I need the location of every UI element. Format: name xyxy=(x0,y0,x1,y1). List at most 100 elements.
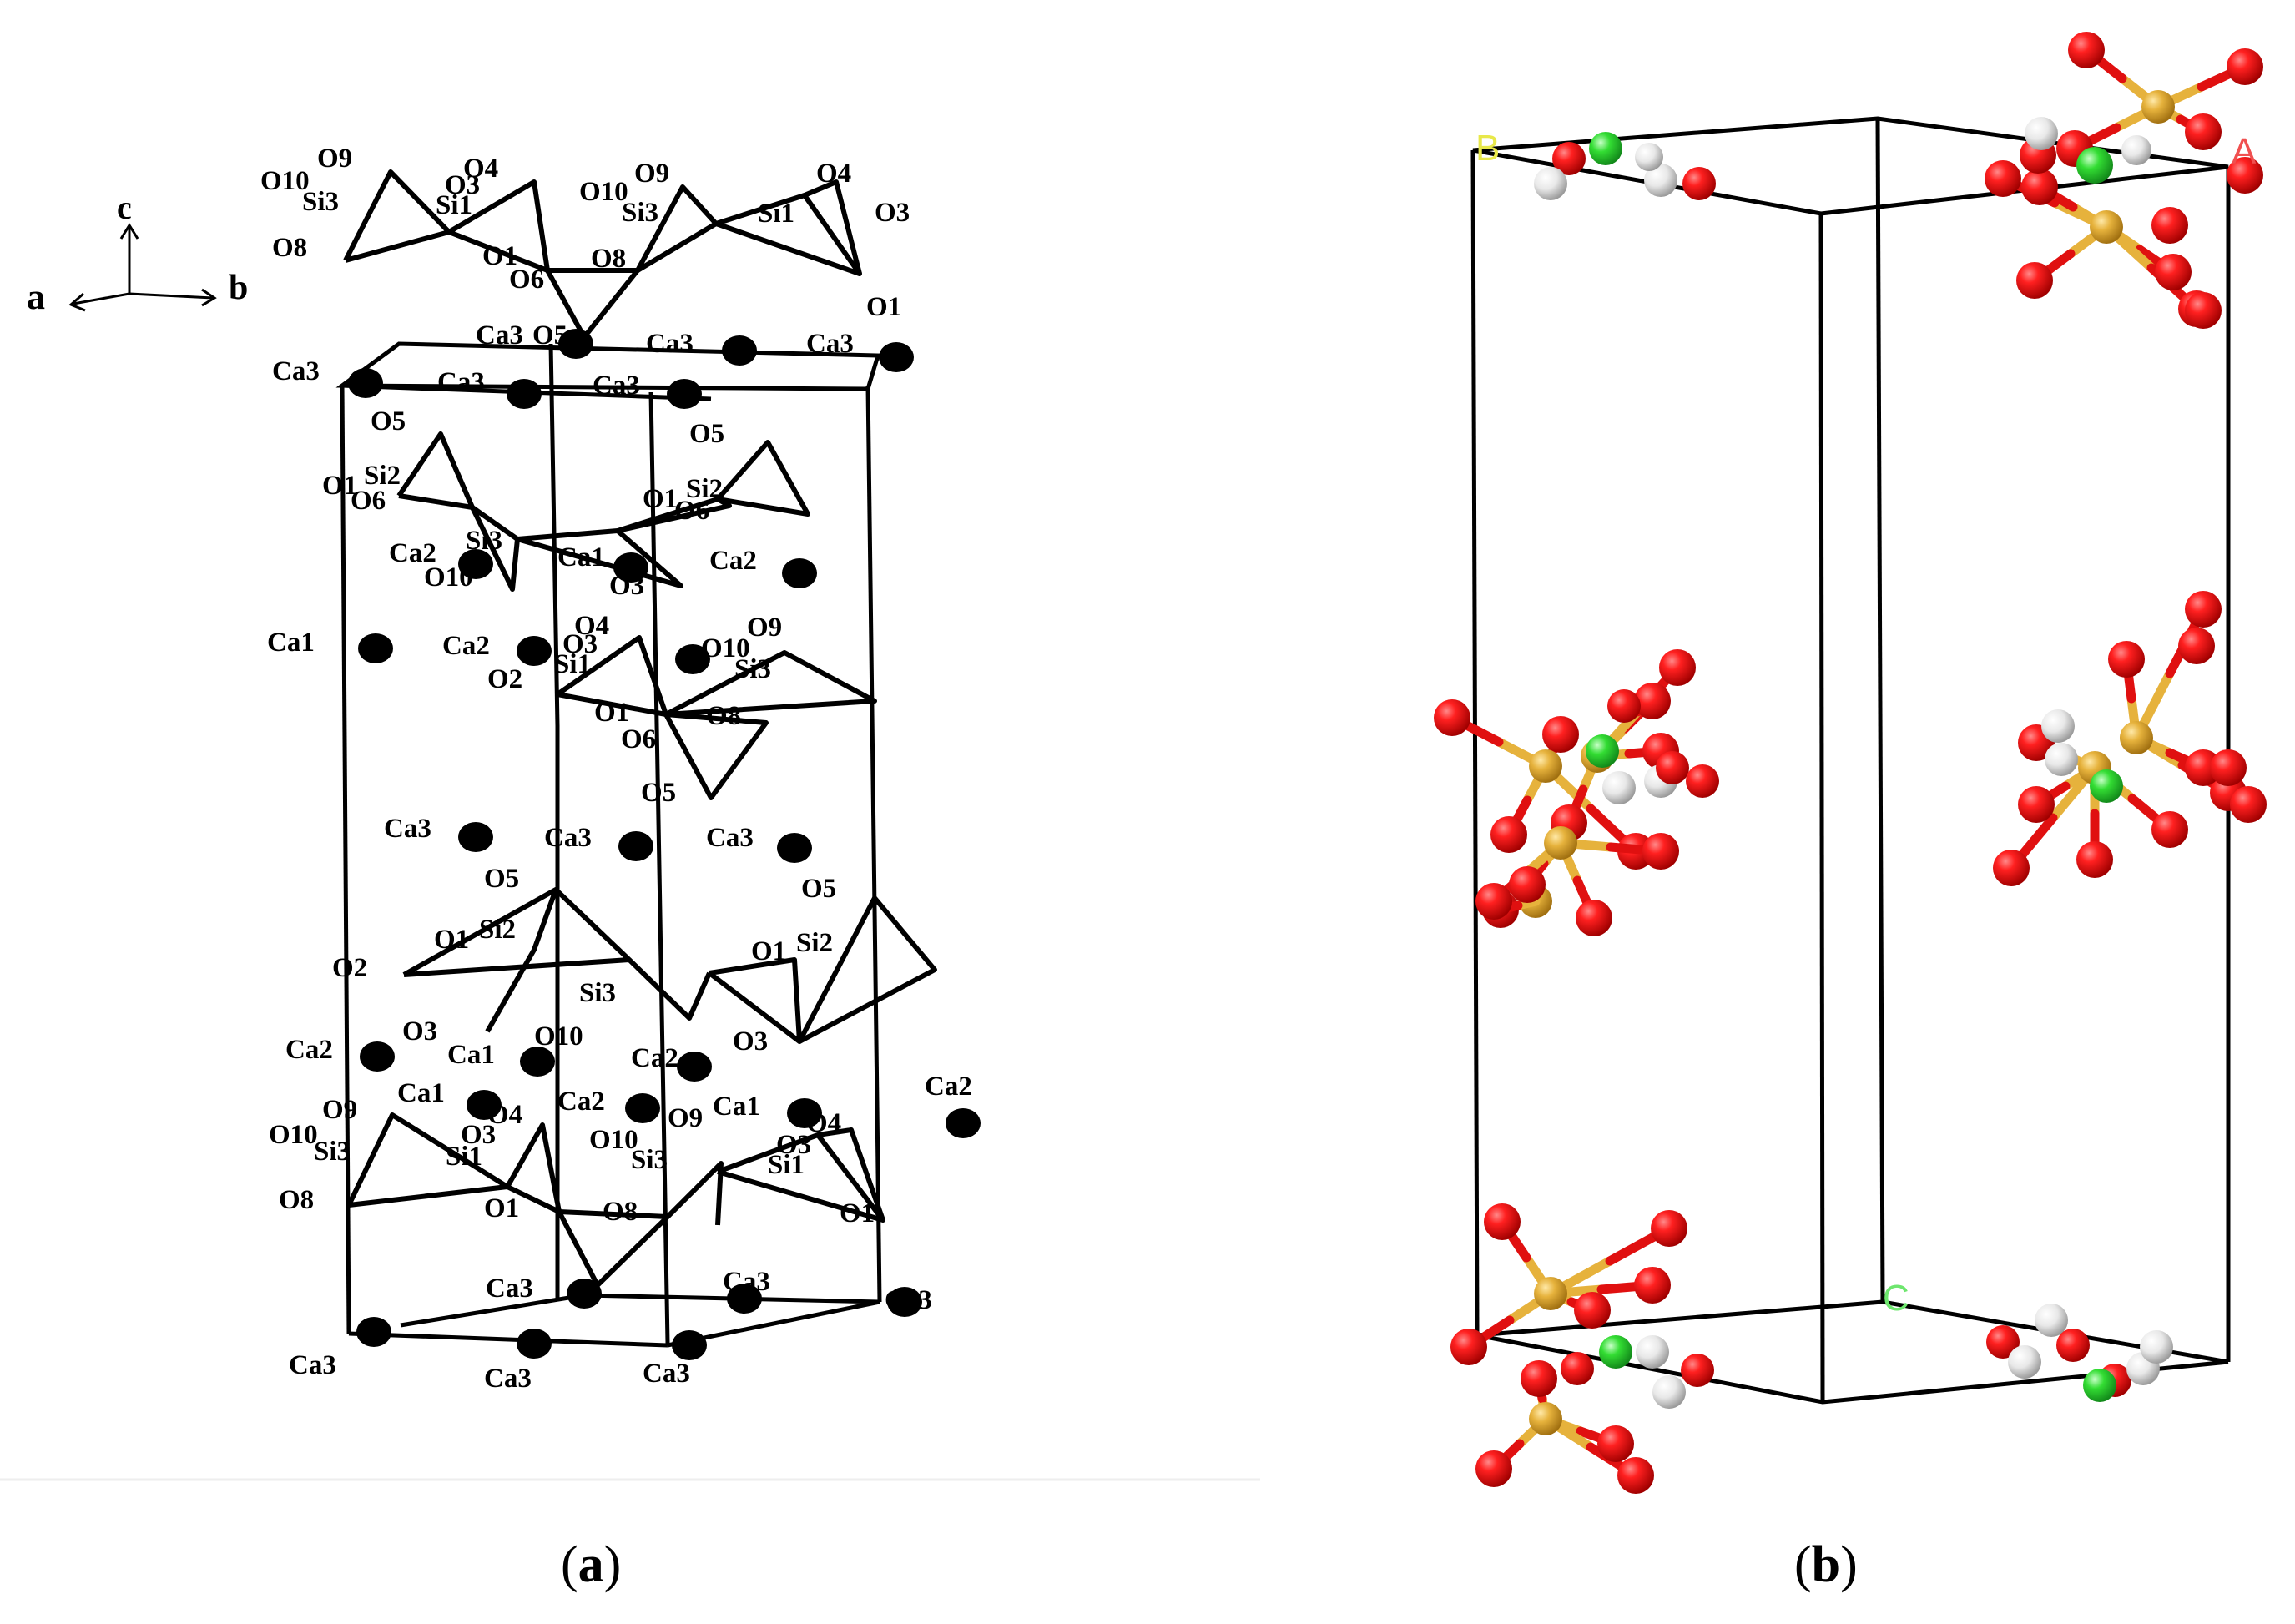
oxygen-atom xyxy=(2108,641,2145,678)
hydrogen-atom xyxy=(1534,167,1567,200)
silicon-atom xyxy=(2090,210,2123,244)
atom-label: Ca1 xyxy=(557,542,605,572)
calcium-atom xyxy=(777,833,812,863)
atom-label: O2 xyxy=(332,953,367,983)
atom-label: O8 xyxy=(279,1185,314,1215)
calcium-atom xyxy=(887,1287,922,1317)
axis-B-label: B xyxy=(1475,128,1500,169)
atom-label: Ca3 xyxy=(723,1267,770,1297)
axis-a-label: a xyxy=(27,276,45,317)
atom-label: O1 xyxy=(866,292,901,322)
oxygen-atom xyxy=(1490,816,1527,853)
atom-label: O9 xyxy=(668,1103,703,1133)
atom-label: O9 xyxy=(634,159,669,189)
atom-label: O5 xyxy=(371,406,406,436)
atom-label: Si3 xyxy=(734,654,771,684)
calcium-atom xyxy=(2076,147,2113,184)
atom-label: O1 xyxy=(751,936,786,966)
panel-b-structure: B A C xyxy=(1434,32,2267,1494)
hydrogen-atom xyxy=(2035,1304,2068,1337)
atom-label: Ca1 xyxy=(713,1092,760,1122)
calcium-atom xyxy=(625,1093,660,1123)
oxygen-atom xyxy=(1607,689,1641,723)
oxygen-atom xyxy=(2185,113,2222,150)
silicon-atom xyxy=(1544,826,1577,860)
calcium-atom xyxy=(520,1047,555,1077)
atom-label: O1 xyxy=(484,1193,519,1223)
atom-label: O3 xyxy=(562,629,598,659)
calcium-atom xyxy=(356,1317,391,1347)
calcium-atom xyxy=(618,831,653,861)
atom-label: Ca2 xyxy=(925,1072,972,1102)
atom-label: Ca3 xyxy=(643,1359,690,1389)
caption-a: (a) xyxy=(561,1536,622,1593)
oxygen-atom xyxy=(1682,167,1716,200)
oxygen-atom xyxy=(1509,866,1546,903)
atom-label: O3 xyxy=(402,1016,437,1047)
atom-label: O6 xyxy=(674,496,709,526)
oxygen-atom xyxy=(2076,841,2113,878)
atom-label: Ca3 xyxy=(885,1285,932,1315)
atom-label: O4 xyxy=(487,1100,522,1130)
atom-label: O10 xyxy=(424,562,473,593)
atom-label: Si1 xyxy=(768,1150,805,1180)
calcium-atom xyxy=(613,552,648,583)
silicon-atom xyxy=(1529,1402,1562,1435)
silicon-atom xyxy=(1529,749,1562,783)
atom-label: Ca2 xyxy=(442,631,490,661)
calcium-atom xyxy=(2090,769,2123,803)
atom-label: Ca1 xyxy=(397,1078,445,1108)
oxygen-atom xyxy=(2185,591,2222,628)
atom-label: O6 xyxy=(351,486,386,516)
atom-label: Ca3 xyxy=(437,367,485,397)
atom-label: O6 xyxy=(509,265,544,295)
atom-label: O8 xyxy=(591,244,626,274)
atom-label: O4 xyxy=(806,1108,841,1138)
atom-label: Si2 xyxy=(686,474,723,504)
atom-label: Si1 xyxy=(436,190,472,220)
atom-label: O10 xyxy=(589,1125,638,1155)
hydrogen-atom xyxy=(2025,117,2058,150)
atom-label: O1 xyxy=(322,471,357,501)
atom-label: Ca2 xyxy=(285,1035,333,1065)
calcium-atom xyxy=(458,822,493,852)
caption-b: (b) xyxy=(1794,1536,1858,1593)
atom-label: Si3 xyxy=(579,978,616,1008)
atom-label: O10 xyxy=(579,177,628,207)
axis-indicator xyxy=(68,223,217,312)
atom-label: Ca3 xyxy=(593,371,640,401)
atom-label: O4 xyxy=(463,154,498,184)
atom-label: O1 xyxy=(594,698,629,728)
atom-label: Ca3 xyxy=(544,823,592,853)
atom-label: O9 xyxy=(322,1095,357,1125)
atom-labels-a: O9O10Si3O4O3Si1O8O9O10Si3O4O3Si1O1O1O6O8… xyxy=(260,144,972,1394)
atom-label: O10 xyxy=(701,633,750,663)
atom-label: Si2 xyxy=(796,928,833,958)
hydrogen-atom xyxy=(2008,1345,2041,1379)
atom-label: Ca3 xyxy=(384,814,431,844)
hydrogen-atom xyxy=(1644,164,1677,197)
atom-label: Ca1 xyxy=(447,1040,495,1070)
calcium-atom xyxy=(677,1052,712,1082)
oxygen-atom xyxy=(1434,699,1470,736)
atom-label: O10 xyxy=(269,1120,318,1150)
oxygen-atom xyxy=(2227,157,2263,194)
calcium-atom xyxy=(727,1284,762,1314)
calcium-atom xyxy=(348,368,383,398)
oxygen-atom xyxy=(2021,169,2058,205)
axis-c-label: c xyxy=(117,189,132,226)
panel-a-structure: c a b xyxy=(0,144,1260,1481)
calcium-atom xyxy=(675,644,710,674)
oxygen-atom xyxy=(1597,1425,1634,1462)
atom-label: O4 xyxy=(816,159,851,189)
atom-label: Si1 xyxy=(554,649,591,679)
calcium-atom xyxy=(458,549,493,579)
oxygen-atom xyxy=(1681,1354,1714,1387)
atom-label: Si3 xyxy=(466,526,502,556)
calcium-atom xyxy=(517,636,552,666)
oxygen-atom xyxy=(1617,1457,1654,1494)
calcium-atom xyxy=(517,1329,552,1359)
hydrogen-atom xyxy=(1636,1335,1669,1369)
hydrogen-atom xyxy=(2041,709,2075,743)
oxygen-atom xyxy=(2210,749,2247,786)
